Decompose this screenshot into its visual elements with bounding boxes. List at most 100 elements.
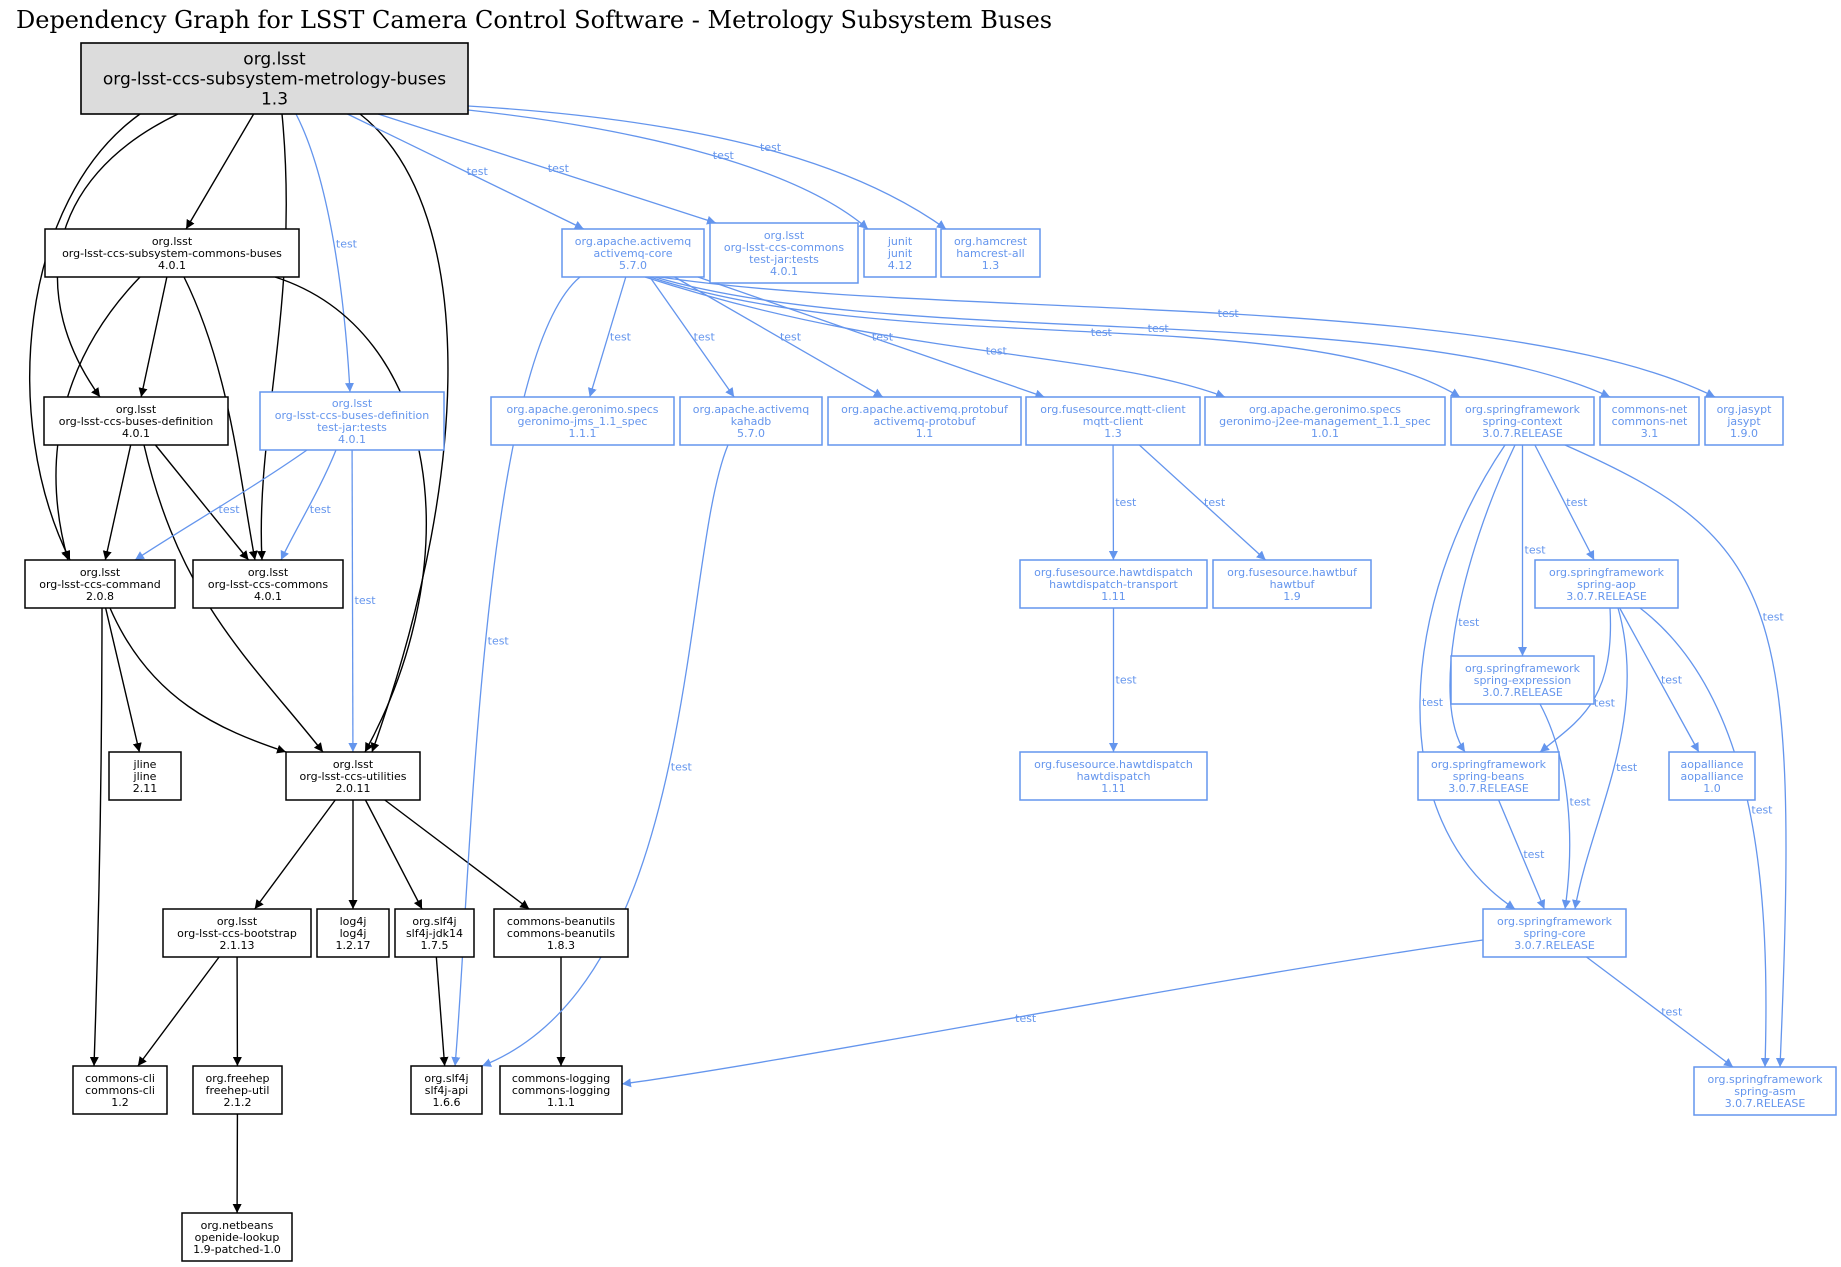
node-artifact-id: commons-logging [512,1084,610,1097]
node-box [72,1065,168,1115]
edge-spring-context-to-spring-core [1419,444,1516,910]
edge-label: test [1566,496,1588,509]
edge-label: test [355,594,377,607]
edge-root-to-utilities [359,113,449,753]
node-version: 1.3 [1104,427,1122,440]
node-version: 1.9.0 [1730,427,1758,440]
node-group-id: org.springframework [1431,758,1547,771]
node-version: 3.0.7.RELEASE [1448,782,1529,795]
node-spring-core[interactable]: org.springframeworkspring-core3.0.7.RELE… [1482,908,1627,958]
edge-activemq-core-to-geronimo-j2ee [644,276,1226,399]
node-group-id: org.fusesource.hawtdispatch [1034,758,1193,771]
node-version: 4.0.1 [338,433,366,446]
node-artifact-id: jasypt [1726,415,1761,428]
edge-label: test [548,162,570,175]
node-group-id: org.lsst [332,397,373,410]
node-spring-asm[interactable]: org.springframeworkspring-asm3.0.7.RELEA… [1693,1066,1837,1116]
node-artifact-id: org-lsst-ccs-buses-definition [275,409,430,422]
node-root[interactable]: org.lsstorg-lsst-ccs-subsystem-metrology… [80,42,469,115]
edge-buses-definition-tests-to-commons [280,449,337,561]
node-group-id: org.springframework [1497,915,1613,928]
node-artifact-id: junit [887,247,913,260]
node-version: 1.7.5 [421,939,449,952]
node-spring-context[interactable]: org.springframeworkspring-context3.0.7.R… [1450,396,1595,446]
node-artifact-id: mqtt-client [1083,415,1144,428]
node-buses-definition-tests[interactable]: org.lsstorg-lsst-ccs-buses-definitiontes… [259,391,445,451]
edges-layer [29,105,1787,1214]
node-spring-expression[interactable]: org.springframeworkspring-expression3.0.… [1450,655,1595,705]
node-artifact-id: commons-beanutils [507,927,615,940]
node-version: 5.7.0 [737,427,765,440]
edge-command-to-jline [104,607,142,753]
node-version: 2.0.11 [336,782,371,795]
node-group-id: org.netbeans [201,1219,274,1232]
node-artifact-id: log4j [340,927,367,940]
edge-label: test [872,331,894,344]
node-commons-tests[interactable]: org.lsstorg-lsst-ccs-commonstest-jar:tes… [709,222,859,284]
node-artifact-id: spring-context [1483,415,1563,428]
edge-label: test [1751,803,1773,816]
edge-activemq-core-to-commons-net [654,276,1611,398]
edge-label: test [336,237,358,250]
node-group-id: org.lsst [217,915,258,928]
node-artifact-id: slf4j-jdk14 [406,927,463,940]
node-box [316,908,390,958]
node-artifact-id: org-lsst-ccs-commons [208,578,329,591]
node-box [1534,559,1679,609]
edge-label: test [1594,697,1616,710]
node-artifact-id: jline [133,770,157,783]
edge-label: test [1115,496,1137,509]
node-artifact-id: geronimo-j2ee-management_1.1_spec [1219,415,1431,428]
node-group-id: aopalliance [1681,758,1744,771]
node-version: 1.0 [1703,782,1721,795]
edge-spring-core-to-spring-asm [1586,956,1734,1068]
node-version: 1.11 [1101,782,1126,795]
edge-root-to-activemq-core [347,113,584,230]
node-activemq-protobuf[interactable]: org.apache.activemq.protobufactivemq-pro… [827,396,1022,446]
node-buses-definition[interactable]: org.lsstorg-lsst-ccs-buses-definition4.0… [43,396,229,446]
edge-label: test [310,503,332,516]
node-group-id: org.fusesource.mqtt-client [1040,403,1186,416]
node-group-id: org.fusesource.hawtdispatch [1034,566,1193,579]
node-geronimo-jms[interactable]: org.apache.geronimo.specsgeronimo-jms_1.… [490,396,675,446]
edge-label: test [1525,544,1547,557]
node-openide-lookup[interactable]: org.netbeansopenide-lookup1.9-patched-1.… [181,1212,293,1262]
node-box [108,751,182,801]
node-subsystem-commons-buses[interactable]: org.lsstorg-lsst-ccs-subsystem-commons-b… [44,228,300,278]
node-hawtdispatch[interactable]: org.fusesource.hawtdispatchhawtdispatch1… [1019,751,1208,801]
node-spring-beans[interactable]: org.springframeworkspring-beans3.0.7.REL… [1417,751,1560,801]
edge-root-to-hamcrest-all [467,105,947,230]
edge-label: test [1218,307,1240,320]
node-geronimo-j2ee[interactable]: org.apache.geronimo.specsgeronimo-j2ee-m… [1204,396,1446,446]
node-artifact-id: openide-lookup [195,1231,280,1244]
node-group-id: org.jasypt [1717,403,1773,416]
node-version: 2.1.13 [220,939,255,952]
node-spring-aop[interactable]: org.springframeworkspring-aop3.0.7.RELEA… [1534,559,1679,609]
node-box [940,228,1041,278]
node-hawtdispatch-transport[interactable]: org.fusesource.hawtdispatchhawtdispatch-… [1019,559,1208,609]
edge-label: test [1661,1006,1683,1019]
edge-spring-aop-to-spring-asm [1639,607,1770,1068]
edge-buses-definition-to-utilities [143,444,324,753]
